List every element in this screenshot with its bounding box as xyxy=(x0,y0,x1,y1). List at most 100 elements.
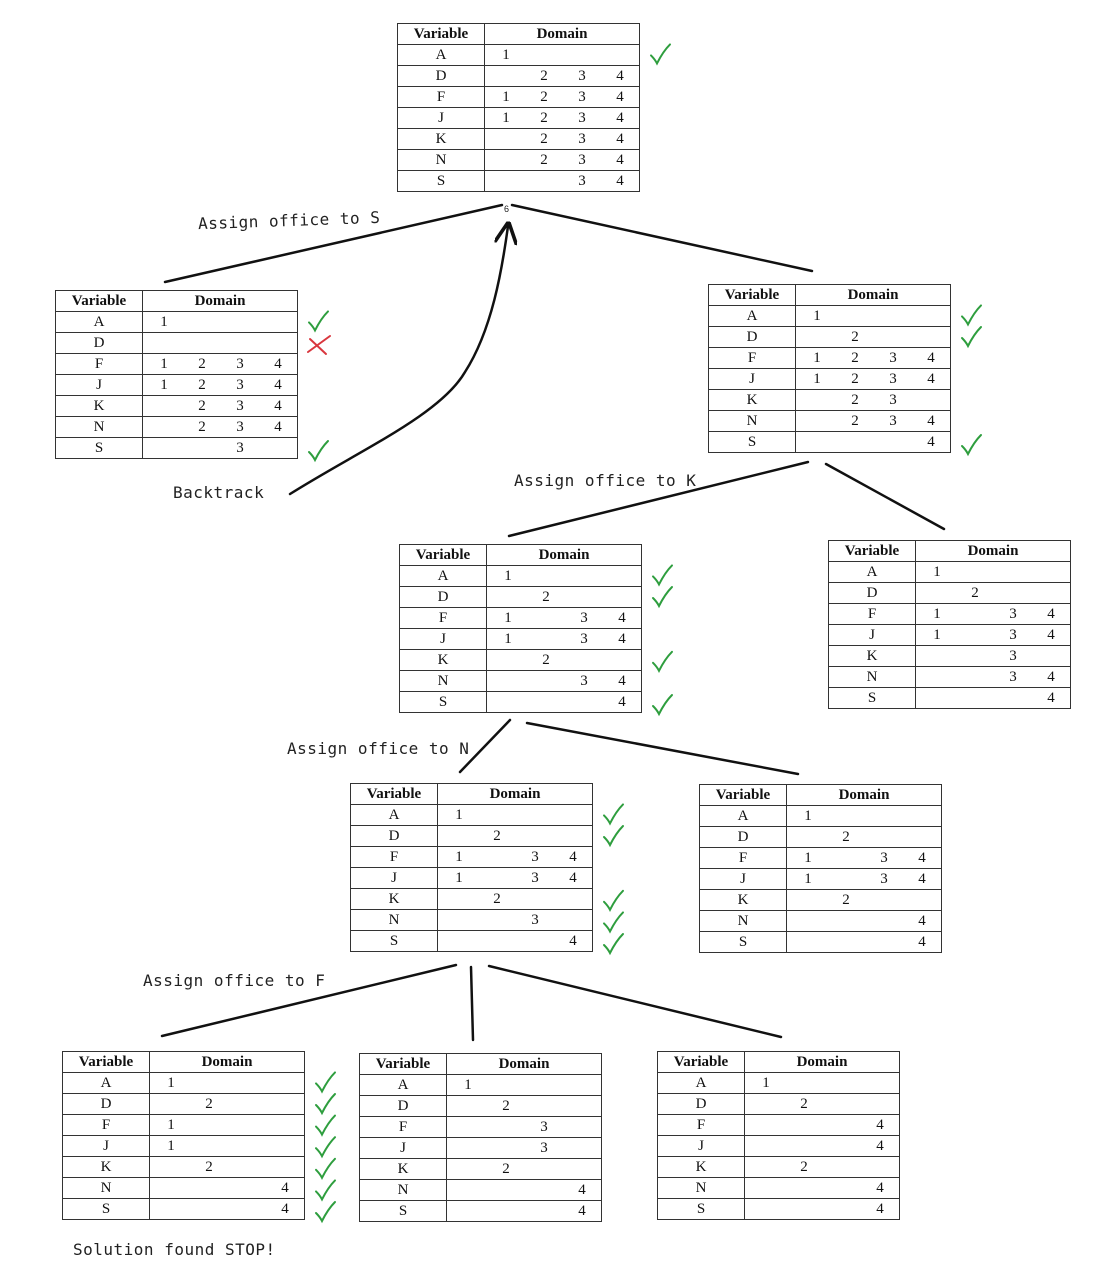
edge-n3-right xyxy=(487,964,783,1039)
domain-value: 2 xyxy=(205,1159,213,1175)
domain-value xyxy=(611,650,633,670)
domain-value: 1 xyxy=(933,606,941,622)
domain-value: 2 xyxy=(851,329,859,345)
domain-value xyxy=(562,910,584,930)
domain-value xyxy=(457,1138,479,1158)
domain-value xyxy=(497,671,519,691)
domain-value xyxy=(495,1138,517,1158)
variable-cell: K xyxy=(62,1156,150,1178)
domain-value xyxy=(964,562,986,582)
domain-value: 2 xyxy=(971,585,979,601)
variable-cell: F xyxy=(828,603,916,625)
variable-cell: D xyxy=(657,1093,745,1115)
domain-value xyxy=(497,587,519,607)
variable-cell: F xyxy=(397,86,485,108)
variable-cell: N xyxy=(708,410,796,432)
domain-value: 4 xyxy=(616,89,624,105)
domain-header: Domain xyxy=(795,284,951,306)
domain-value: 2 xyxy=(542,589,550,605)
domain-value: 1 xyxy=(804,808,812,824)
domain-value: 1 xyxy=(933,564,941,580)
domain-cell: 2 xyxy=(149,1156,305,1178)
domain-cell: 2 xyxy=(744,1093,900,1115)
domain-cell: 2 xyxy=(795,326,951,348)
variable-cell: N xyxy=(55,416,143,438)
domain-value xyxy=(573,587,595,607)
domain-value: 3 xyxy=(1009,648,1017,664)
domain-value xyxy=(535,629,557,649)
domain-value xyxy=(755,1157,777,1177)
domain-value: 2 xyxy=(198,377,206,393)
domain-value xyxy=(533,1096,555,1116)
domain-value xyxy=(448,931,470,951)
domain-cell: 2 xyxy=(486,586,642,608)
domain-value xyxy=(457,1180,479,1200)
domain-value xyxy=(873,806,895,826)
variable-cell: S xyxy=(399,691,487,713)
domain-value xyxy=(198,1178,220,1198)
domain-value: 3 xyxy=(880,850,888,866)
domain-value: 4 xyxy=(918,913,926,929)
domain-value xyxy=(755,1094,777,1114)
variable-cell: K xyxy=(55,395,143,417)
domain-value: 3 xyxy=(889,350,897,366)
domain-value xyxy=(844,306,866,326)
variable-cell: A xyxy=(397,44,485,66)
domain-value xyxy=(191,438,213,458)
domain-value xyxy=(274,1157,296,1177)
domain-value xyxy=(153,438,175,458)
domain-value: 3 xyxy=(531,870,539,886)
domain-value xyxy=(524,931,546,951)
domain-value: 2 xyxy=(540,131,548,147)
domain-value xyxy=(160,1157,182,1177)
domain-cell: 2 xyxy=(446,1095,602,1117)
domain-value xyxy=(835,848,857,868)
domain-value xyxy=(926,583,948,603)
domain-value xyxy=(873,827,895,847)
domain-value: 3 xyxy=(578,173,586,189)
check-mark-icon xyxy=(315,1179,336,1202)
check-mark-icon xyxy=(315,1093,336,1116)
domain-value xyxy=(160,1094,182,1114)
variable-cell: K xyxy=(350,888,438,910)
domain-value xyxy=(267,312,289,332)
variable-cell: J xyxy=(708,368,796,390)
label-solution-found: Solution found STOP! xyxy=(73,1240,276,1259)
domain-value: 1 xyxy=(762,1075,770,1091)
domain-value xyxy=(486,910,508,930)
variable-cell: J xyxy=(350,867,438,889)
domain-value xyxy=(486,931,508,951)
domain-value: 4 xyxy=(1047,669,1055,685)
domain-value: 4 xyxy=(927,434,935,450)
domain-value xyxy=(793,1136,815,1156)
domain-value xyxy=(831,1199,853,1219)
table-row: D xyxy=(55,332,298,354)
domain-value xyxy=(274,1115,296,1135)
domain-value xyxy=(160,1178,182,1198)
domain-value xyxy=(609,45,631,65)
variable-header: Variable xyxy=(657,1051,745,1073)
domain-header: Domain xyxy=(915,540,1071,562)
